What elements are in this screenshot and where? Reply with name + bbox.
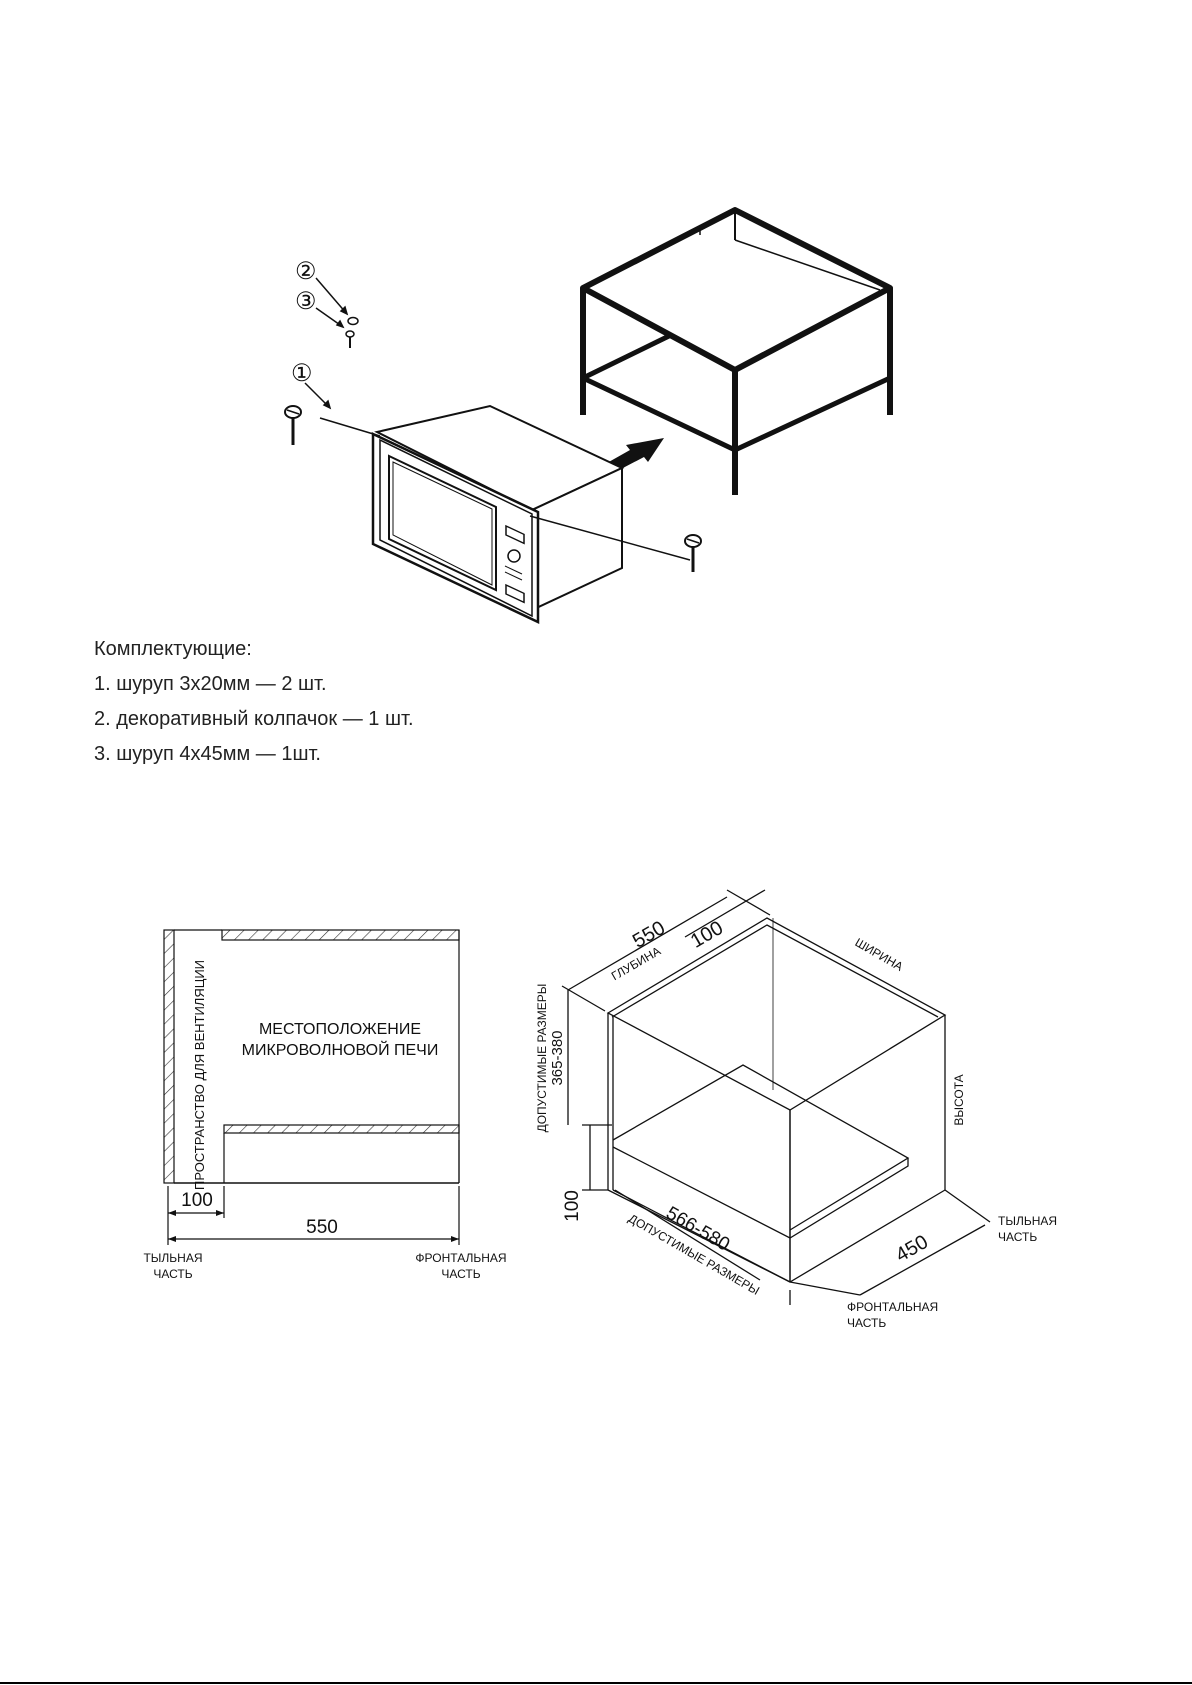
placement-line-1: МЕСТОПОЛОЖЕНИЕ: [259, 1021, 421, 1038]
side-view-diagram: ПРОСТРАНСТВО ДЛЯ ВЕНТИЛЯЦИИ МЕСТОПОЛОЖЕН…: [143, 929, 507, 1281]
side-front-line-1: ФРОНТАЛЬНАЯ: [415, 1251, 506, 1265]
vent-space-label: ПРОСТРАНСТВО ДЛЯ ВЕНТИЛЯЦИИ: [192, 960, 207, 1190]
page-bottom-rule: [0, 1682, 1192, 1684]
iso-height-label: ВЫСОТА: [952, 1074, 966, 1125]
screw-small: [345, 330, 355, 348]
parts-list: Комплектующие: 1. шуруп 3х20мм — 2 шт. 2…: [94, 632, 414, 772]
callout-3: ③: [295, 288, 317, 315]
placement-line-2: МИКРОВОЛНОВОЙ ПЕЧИ: [242, 1040, 439, 1059]
parts-item-3: 3. шуруп 4х45мм — 1шт.: [94, 743, 321, 765]
cap-small: [347, 316, 359, 326]
side-dim-550: 550: [306, 1217, 338, 1238]
screw-large-right: [684, 534, 702, 572]
iso-back-line-2: ЧАСТЬ: [998, 1230, 1037, 1244]
insert-arrow: [607, 438, 664, 469]
iso-front-line-1: ФРОНТАЛЬНАЯ: [847, 1300, 938, 1314]
side-front-line-2: ЧАСТЬ: [441, 1267, 480, 1281]
callout-2: ②: [295, 258, 317, 285]
assembly-illustration: ② ③ ①: [284, 207, 893, 624]
iso-width-label: ШИРИНА: [853, 935, 906, 974]
side-back-line-1: ТЫЛЬНАЯ: [143, 1251, 202, 1265]
cabinet-drawing: [580, 207, 893, 495]
parts-heading: Комплектующие:: [94, 638, 252, 660]
iso-dim-365-380: 365-380: [549, 1030, 566, 1085]
iso-dim-450: 450: [892, 1231, 932, 1267]
side-dim-100: 100: [181, 1190, 213, 1211]
iso-allowed-label: ДОПУСТИМЫЕ РАЗМЕРЫ: [535, 984, 549, 1133]
callout-1: ①: [291, 360, 313, 387]
iso-dim-100-top: 100: [687, 917, 727, 953]
side-back-line-2: ЧАСТЬ: [153, 1267, 192, 1281]
microwave-drawing: [319, 404, 691, 624]
iso-front-line-2: ЧАСТЬ: [847, 1316, 886, 1330]
screw-large-left: [284, 405, 302, 445]
parts-item-1: 1. шуруп 3х20мм — 2 шт.: [94, 673, 327, 695]
parts-item-2: 2. декоративный колпачок — 1 шт.: [94, 708, 414, 730]
iso-back-line-1: ТЫЛЬНАЯ: [998, 1214, 1057, 1228]
iso-dim-100-left: 100: [562, 1190, 583, 1222]
isometric-diagram: 550 100 ГЛУБИНА ШИРИНА ВЫСОТА ДОПУСТИМЫЕ…: [535, 889, 1057, 1330]
